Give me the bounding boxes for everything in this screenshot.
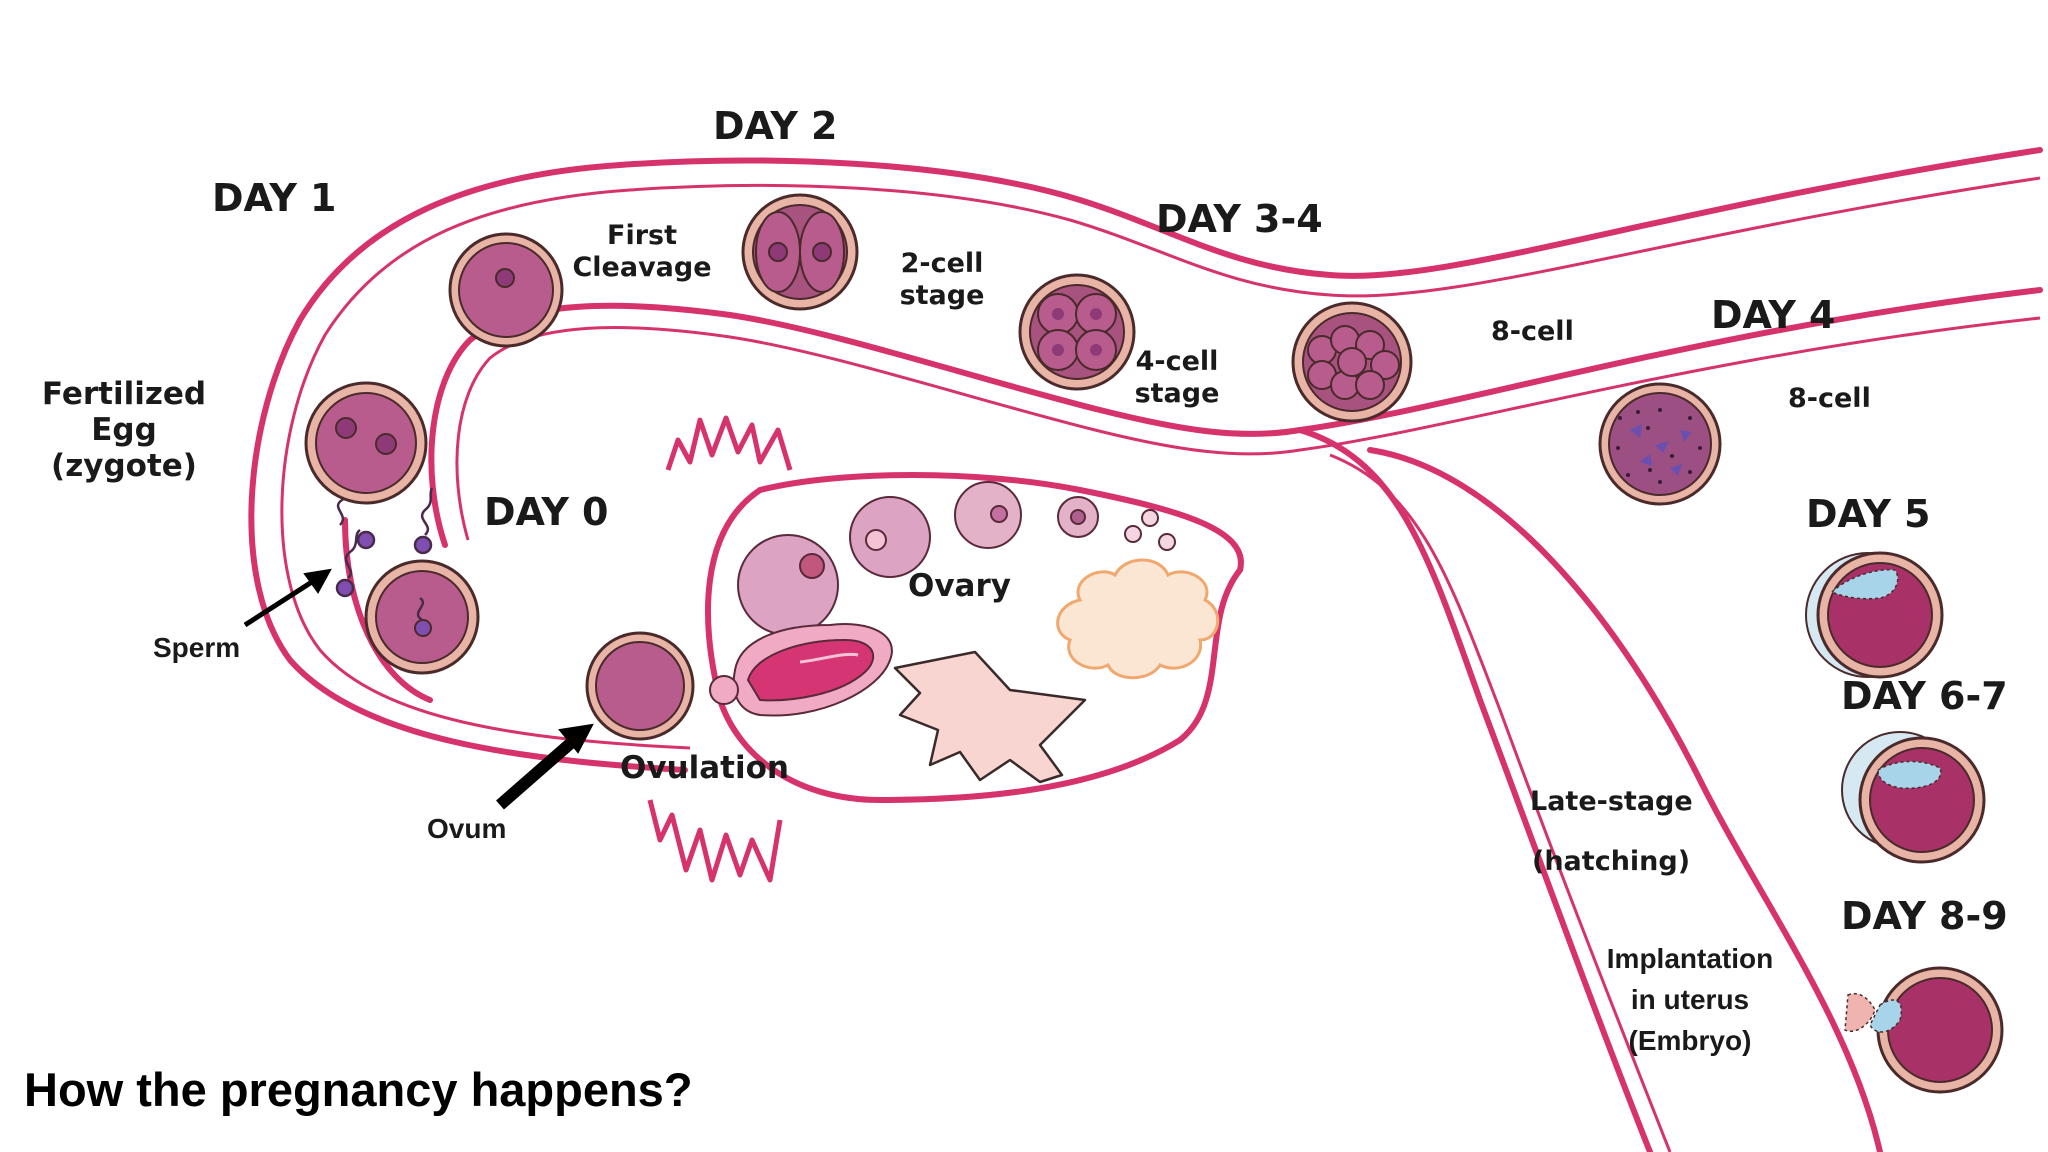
eight-cell-embryo bbox=[1291, 301, 1413, 423]
label-day4: DAY 4 bbox=[1711, 293, 1836, 337]
two-cell-embryo bbox=[741, 193, 859, 311]
label-ovum: Ovum bbox=[427, 813, 507, 844]
sperm-cells bbox=[335, 476, 434, 598]
released-ovum bbox=[709, 675, 739, 705]
follicle-medium bbox=[954, 481, 1022, 549]
label-day6-7: DAY 6-7 bbox=[1841, 674, 2008, 718]
label-sperm: Sperm bbox=[153, 632, 241, 663]
label-ovulation: Ovulation bbox=[620, 750, 789, 786]
four-cell-embryo bbox=[1018, 273, 1136, 391]
label-day2: DAY 2 bbox=[713, 104, 838, 148]
label-day1: DAY 1 bbox=[212, 176, 337, 220]
label-hatching: (hatching) bbox=[1532, 846, 1691, 877]
label-first-cleavage: First Cleavage bbox=[572, 220, 712, 283]
corpus-albicans bbox=[893, 650, 1087, 784]
morula bbox=[1598, 382, 1722, 506]
fimbriae-bottom bbox=[647, 799, 783, 883]
label-implantation: Implantation in uterus (Embryo) bbox=[1606, 943, 1774, 1056]
follicle-tiny bbox=[1124, 525, 1142, 543]
label-2-cell-stage: 2-cell stage bbox=[899, 248, 985, 311]
penetrated-egg bbox=[364, 559, 480, 675]
tube-outer-wall bbox=[248, 147, 2043, 773]
follicle-large bbox=[849, 496, 931, 578]
label-fertilized-egg: Fertilized Egg (zygote) bbox=[41, 376, 207, 484]
fallopian-tube-inner-lines bbox=[280, 176, 2041, 1152]
corpus-cloud bbox=[1056, 558, 1220, 680]
fimbriae-top bbox=[665, 415, 793, 471]
label-day5: DAY 5 bbox=[1806, 492, 1931, 536]
label-day0: DAY 0 bbox=[484, 490, 609, 534]
tube-inner-wall-top bbox=[428, 287, 2043, 548]
embryo-implanting bbox=[1844, 966, 2004, 1094]
day1-cell bbox=[448, 232, 564, 348]
ovary bbox=[647, 415, 1244, 883]
blastocyst-day5 bbox=[1805, 551, 1944, 679]
blastocyst-hatching bbox=[1841, 731, 1986, 864]
label-day3-4: DAY 3-4 bbox=[1156, 197, 1323, 241]
label-late-stage: Late-stage bbox=[1530, 786, 1693, 817]
sperm-arrow bbox=[243, 568, 332, 628]
label-day8-9: DAY 8-9 bbox=[1841, 894, 2008, 938]
label-4-cell-stage: 4-cell stage bbox=[1134, 346, 1220, 409]
label-8-cell-b: 8-cell bbox=[1788, 383, 1871, 414]
ovum-cell bbox=[585, 631, 695, 741]
uterus-wall-right bbox=[1367, 447, 1883, 1152]
page-title: How the pregnancy happens? bbox=[24, 1063, 693, 1116]
label-ovary: Ovary bbox=[908, 568, 1011, 604]
label-8-cell-a: 8-cell bbox=[1491, 316, 1574, 347]
follicle-mature bbox=[737, 534, 839, 636]
ovum-arrow bbox=[496, 723, 594, 810]
zygote-cell bbox=[304, 381, 428, 505]
